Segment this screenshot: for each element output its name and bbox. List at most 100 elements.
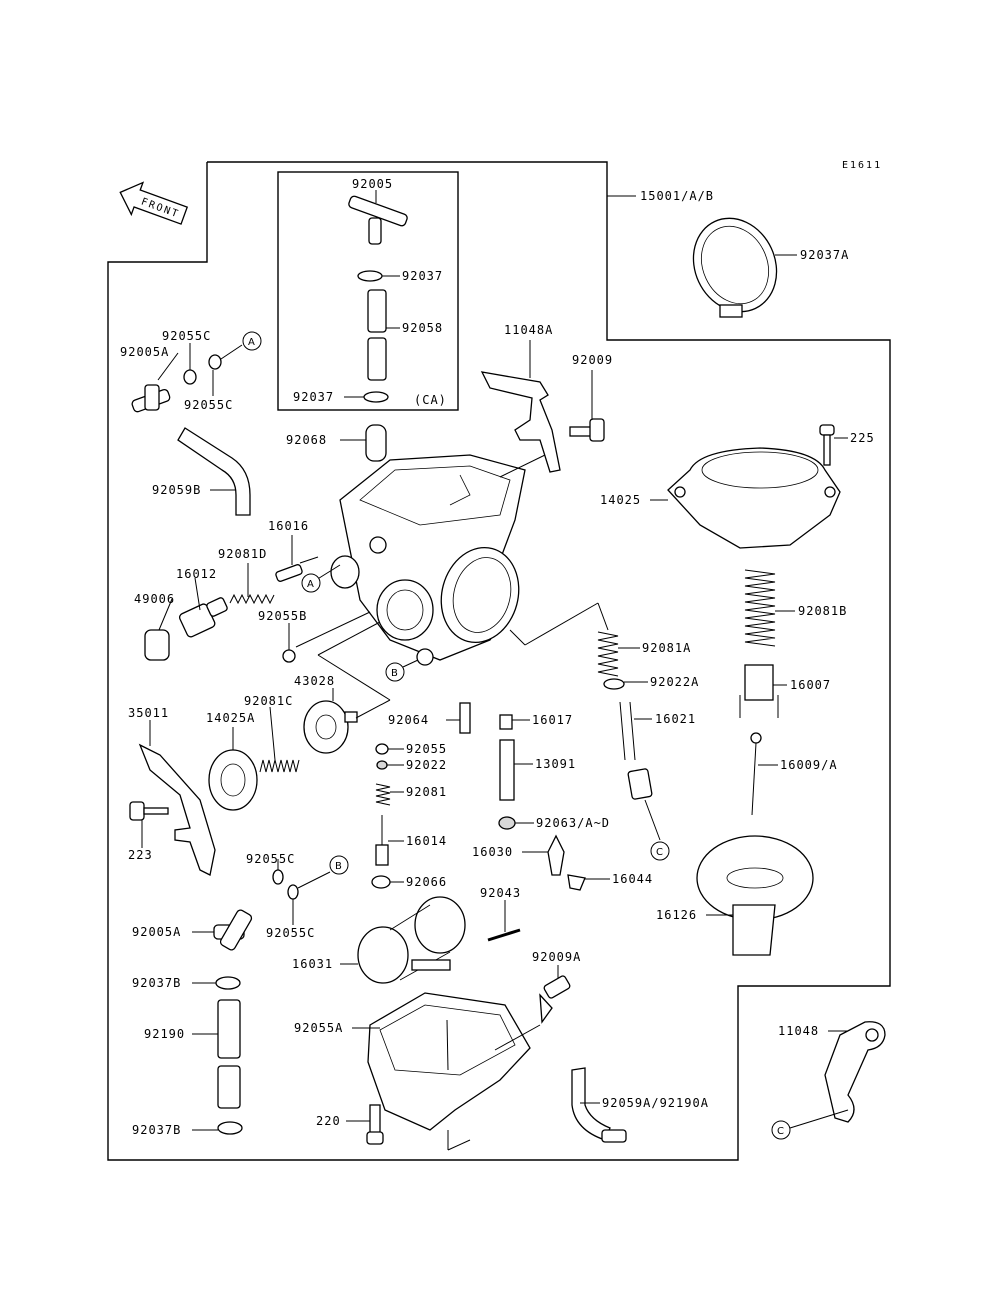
screw-part-4 — [366, 1104, 384, 1145]
spring-part-4 — [259, 759, 300, 773]
pilot-screw-part — [275, 556, 319, 582]
jet-part-3 — [498, 816, 516, 830]
bracket-hole — [865, 1028, 879, 1042]
inset-box-ca — [277, 171, 459, 411]
ref-circle-c-2: C — [771, 1120, 791, 1140]
part-label-14025: 14025 — [600, 493, 641, 507]
hose-bent-part-2 — [571, 1067, 611, 1141]
part-label-92022a: 92022A — [650, 675, 699, 689]
svg-text:C: C — [777, 1126, 784, 1137]
part-label-16126: 16126 — [656, 908, 697, 922]
hose-part-2 — [367, 337, 387, 381]
bracket-part-2 — [824, 1021, 886, 1123]
intake-clamp-part — [692, 217, 778, 318]
svg-text:C: C — [656, 847, 663, 858]
bracket-part — [480, 371, 561, 473]
part-label-92037b-bot: 92037B — [132, 1123, 181, 1137]
o-ring-part-2 — [208, 354, 222, 370]
part-label-92055c-a: 92055C — [162, 329, 211, 343]
o-ring-part-3 — [282, 649, 296, 663]
part-label-13091: 13091 — [535, 757, 576, 771]
part-label-15001: 15001/A/B — [640, 189, 714, 203]
svg-text:B: B — [335, 861, 342, 872]
washer-part — [603, 678, 625, 690]
part-label-92005: 92005 — [352, 177, 393, 191]
part-label-92081a: 92081A — [642, 641, 691, 655]
part-label-92081c: 92081C — [244, 694, 293, 708]
part-label-43028: 43028 — [294, 674, 335, 688]
elbow-fitting-part — [131, 384, 171, 413]
diaphragm-small-part — [303, 700, 358, 754]
rubber-cap-part — [144, 629, 170, 661]
part-label-92055a: 92055A — [294, 1021, 343, 1035]
cap-part — [365, 424, 387, 462]
svg-text:A: A — [248, 337, 255, 348]
diaphragm-part — [696, 835, 814, 956]
part-label-92190: 92190 — [144, 1027, 185, 1041]
plug-part — [330, 555, 360, 589]
part-label-223: 223 — [128, 848, 153, 862]
diagram-frame — [107, 161, 891, 1161]
clip-part-2 — [363, 391, 389, 403]
ref-circle-a: A — [242, 331, 262, 351]
part-label-92022: 92022 — [406, 758, 447, 772]
part-label-92059b: 92059B — [152, 483, 201, 497]
jet-part — [459, 702, 471, 734]
spring-part-5 — [375, 783, 391, 806]
float-part — [357, 896, 466, 984]
part-label-92037-top: 92037 — [402, 269, 443, 283]
part-label-92066: 92066 — [406, 875, 447, 889]
carburetor-body-part — [339, 454, 526, 666]
screw-part-2 — [819, 424, 835, 466]
part-label-92037a: 92037A — [800, 248, 849, 262]
hose-part — [367, 289, 387, 333]
float-pin-part — [487, 928, 521, 942]
part-label-16012: 16012 — [176, 567, 217, 581]
needle-holder-part — [739, 664, 779, 718]
t-fitting-part — [348, 195, 408, 245]
part-label-49006: 49006 — [134, 592, 175, 606]
pin-clip-part — [567, 874, 586, 891]
part-label-92009: 92009 — [572, 353, 613, 367]
o-ring-part-4 — [375, 743, 389, 755]
part-label-92055c-c: 92055C — [246, 852, 295, 866]
washer-part-2 — [376, 760, 388, 770]
part-label-92064: 92064 — [388, 713, 429, 727]
part-label-92081d: 92081D — [218, 547, 267, 561]
part-label-92055: 92055 — [406, 742, 447, 756]
jet-part-2 — [499, 714, 513, 730]
front-arrow-icon: FRONT — [119, 181, 189, 225]
o-ring-part-5 — [272, 869, 284, 885]
top-cover-part — [667, 447, 841, 549]
clip-part-4 — [217, 1121, 243, 1135]
part-label-16009: 16009/A — [780, 758, 838, 772]
part-label-92058: 92058 — [402, 321, 443, 335]
jet-needle-part — [750, 732, 762, 816]
part-label-92068: 92068 — [286, 433, 327, 447]
pilot-jet-part — [375, 815, 389, 866]
part-label-225: 225 — [850, 431, 875, 445]
part-label-14025a: 14025A — [206, 711, 255, 725]
part-label-16017: 16017 — [532, 713, 573, 727]
clip-part — [357, 270, 383, 282]
part-label-92059a: 92059A/92190A — [602, 1096, 709, 1110]
throttle-stop-screw-part — [619, 701, 653, 800]
drain-screw-part — [539, 975, 571, 1024]
part-label-92005a-bot: 92005A — [132, 925, 181, 939]
hose-part-3 — [217, 999, 241, 1059]
part-label-92055c-b: 92055C — [184, 398, 233, 412]
part-label-35011: 35011 — [128, 706, 169, 720]
o-ring-part — [183, 369, 197, 385]
inset-note: (CA) — [414, 393, 447, 407]
part-label-16030: 16030 — [472, 845, 513, 859]
leader-lines — [141, 190, 849, 1151]
cap-small-part — [371, 875, 391, 889]
ref-circle-b: B — [385, 662, 405, 682]
part-label-16016: 16016 — [268, 519, 309, 533]
part-label-16044: 16044 — [612, 872, 653, 886]
part-label-92005a-top: 92005A — [120, 345, 169, 359]
hose-part-4 — [217, 1065, 241, 1109]
o-ring-part-6 — [287, 884, 299, 900]
spring-part-3 — [597, 631, 619, 677]
